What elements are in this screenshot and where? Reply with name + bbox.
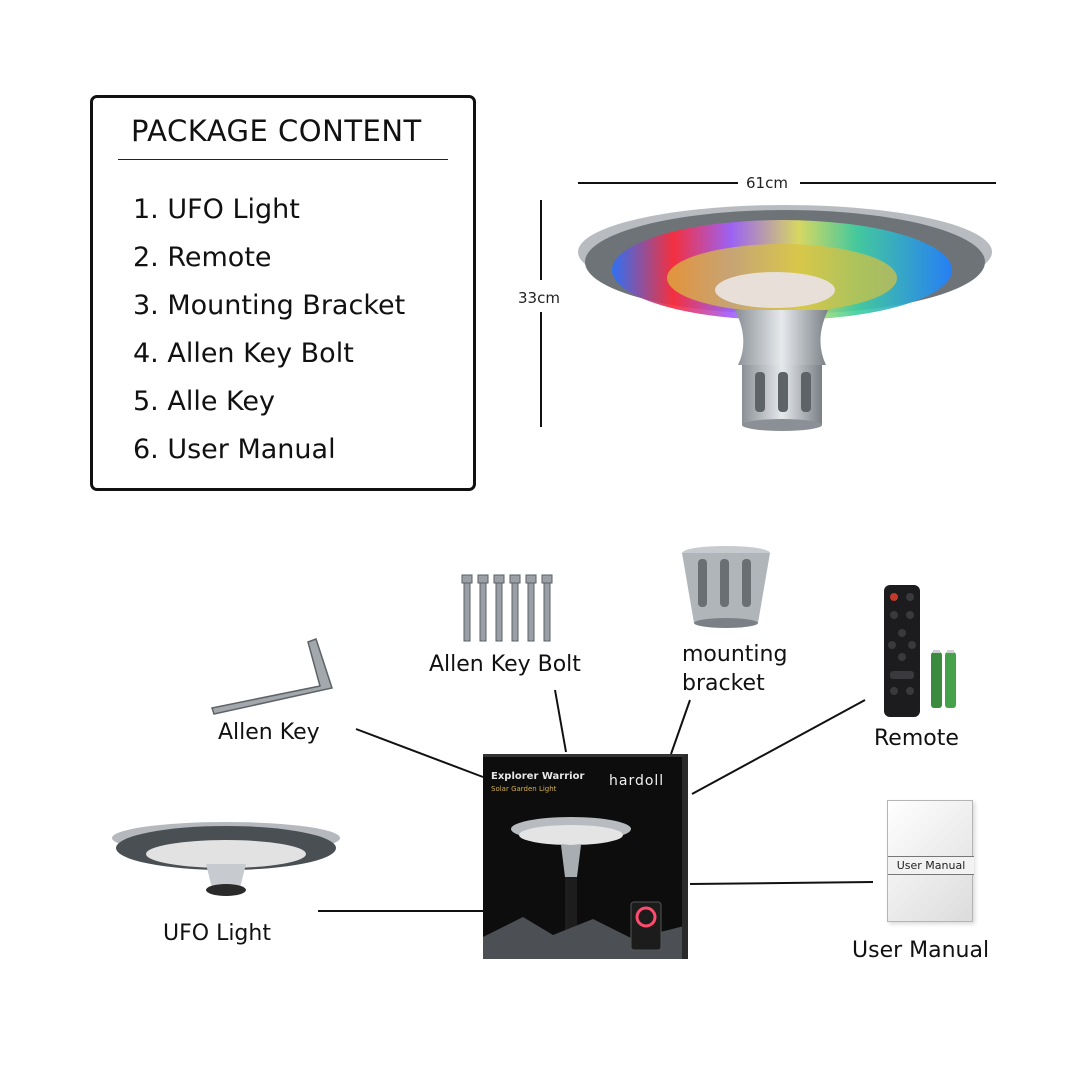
height-dimension-line-bottom <box>540 312 542 427</box>
title-divider <box>118 159 448 160</box>
battery-icon <box>931 650 956 708</box>
width-dimension-line-right <box>800 182 996 184</box>
user-manual-label: User Manual <box>852 938 990 963</box>
box-subtitle: Solar Garden Light <box>491 785 557 793</box>
box-brand: hardoll <box>609 773 665 789</box>
width-dimension-line-left <box>578 182 738 184</box>
package-content-box: PACKAGE CONTENT 1. UFO Light 2. Remote 3… <box>90 95 476 491</box>
package-content-list: 1. UFO Light 2. Remote 3. Mounting Brack… <box>133 186 405 474</box>
list-item: 6. User Manual <box>133 434 336 465</box>
bolt-icon <box>461 574 553 642</box>
ufo-light-icon <box>578 205 992 431</box>
remote-label: Remote <box>874 726 959 751</box>
mounting-bracket-label-line-2: bracket <box>682 671 765 696</box>
box-lamp-icon <box>483 817 682 959</box>
height-dimension-line-top <box>540 200 542 280</box>
mounting-bracket-label: mounting bracket <box>682 640 787 698</box>
bracket-icon <box>682 546 770 628</box>
manual-icon: User Manual <box>887 800 974 922</box>
mounting-bracket-label-line-1: mounting <box>682 642 788 667</box>
list-item: 4. Allen Key Bolt <box>133 338 354 369</box>
width-dimension-label: 61cm <box>746 174 788 192</box>
box-title: Explorer Warrior <box>491 771 585 782</box>
list-item: 1. UFO Light <box>133 194 300 225</box>
allen-key-label: Allen Key <box>218 720 320 745</box>
list-item: 5. Alle Key <box>133 386 275 417</box>
remote-icon <box>884 585 920 717</box>
list-item: 3. Mounting Bracket <box>133 290 406 321</box>
list-item: 2. Remote <box>133 242 272 273</box>
package-content-title: PACKAGE CONTENT <box>131 114 422 148</box>
height-dimension-label: 33cm <box>518 289 560 307</box>
allen-key-bolt-label: Allen Key Bolt <box>429 652 581 677</box>
allen-key-icon <box>211 638 333 715</box>
ufo-light-label: UFO Light <box>163 921 271 946</box>
manual-cover-text: User Manual <box>888 856 974 875</box>
product-box-icon: Explorer Warrior Solar Garden Light hard… <box>483 754 688 959</box>
ufo-light-icon <box>112 822 340 896</box>
